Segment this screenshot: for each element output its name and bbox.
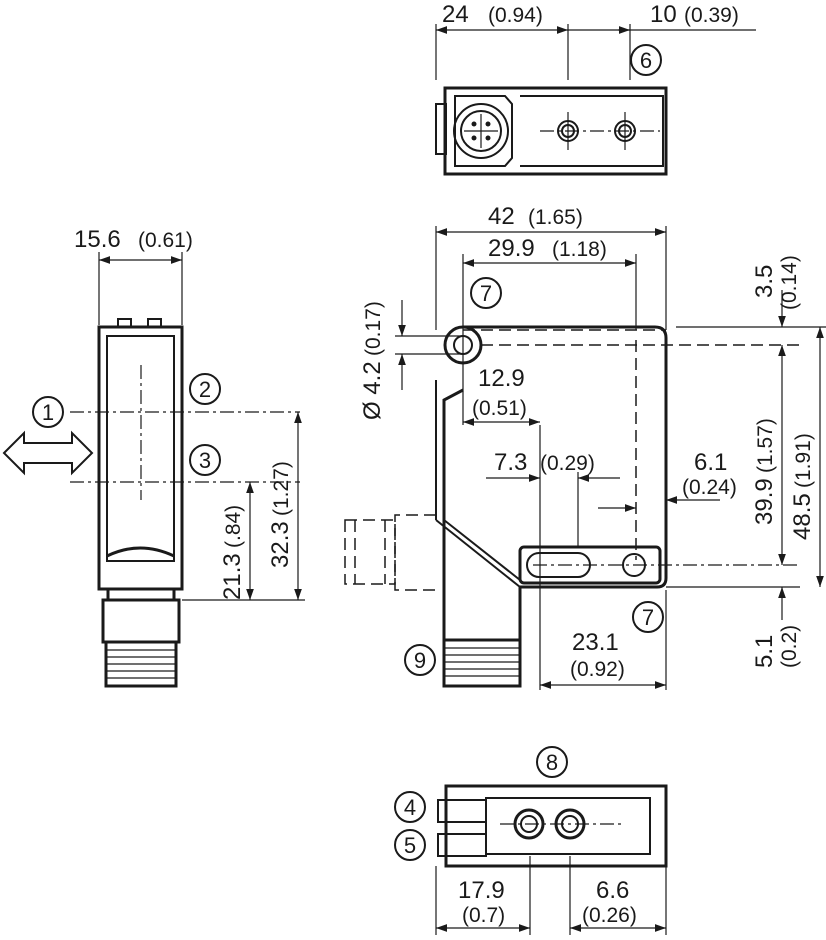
bottom-dim-b-mm: 6.6 [596, 877, 629, 904]
side-hole-dia: Ø 4.2 [359, 361, 386, 420]
callout-9-label: 9 [414, 648, 426, 673]
callout-3-label: 3 [199, 448, 211, 473]
side-spacing-mm: 29.9 [488, 235, 535, 262]
callout-3 [189, 444, 221, 476]
front-dim-upper-in: (1.27) [270, 461, 293, 516]
side-housing-outline [442, 325, 668, 642]
side-spacing-in: (1.18) [552, 238, 607, 261]
side-edge-mm: 6.1 [694, 449, 727, 476]
side-slot-offset-in: (0.92) [570, 658, 625, 681]
callout-5-label: 5 [404, 833, 416, 858]
callout-8 [536, 746, 568, 778]
side-connector-thread [444, 647, 520, 677]
side-overall-height-mm: 48.5 [789, 493, 816, 540]
callout-2-label: 2 [199, 377, 211, 402]
callout-9 [404, 644, 436, 676]
side-top-offset-mm: 3.5 [751, 265, 778, 298]
front-dim-upper-mm: 32.3 [267, 521, 294, 568]
callout-1 [32, 396, 64, 428]
top-view-tab [435, 103, 447, 155]
side-hole-height-mm: 39.9 [751, 478, 778, 525]
top-view-bracket [520, 95, 664, 167]
connector-outer-ring [453, 103, 509, 159]
callout-1-label: 1 [42, 400, 54, 425]
front-neck [106, 589, 176, 602]
connector-inner-ring [460, 110, 502, 152]
side-slot-offset-mm: 23.1 [572, 629, 619, 656]
side-view: 42 (1.65) 29.9 (1.18) Ø 4.2 (0.17) 12.9 [344, 203, 826, 690]
bottom-dim-a-in: (0.7) [462, 904, 505, 927]
side-offset-in: (0.51) [472, 397, 527, 420]
top-view: 24 (0.94) 10 (0.39) 6 [435, 1, 756, 176]
side-connector [442, 638, 522, 688]
callout-8-label: 8 [546, 750, 558, 775]
connector-pin [485, 135, 491, 141]
callout-5 [394, 829, 426, 861]
front-dim-lower-in: (.84) [222, 505, 245, 548]
top-dim-b-mm: 10 [650, 1, 677, 28]
bottom-dim-b-in: (0.26) [582, 904, 637, 927]
callout-7-top [470, 277, 502, 309]
window-lower-edge [106, 546, 175, 558]
side-edge-in: (0.24) [682, 476, 737, 499]
front-view-housing [97, 325, 184, 591]
top-dim-b-in: (0.39) [684, 4, 739, 27]
front-connector-thread [106, 649, 176, 679]
side-bottom-offset-mm: 5.1 [751, 635, 778, 668]
side-width-mm: 42 [488, 203, 515, 230]
callout-4 [394, 791, 426, 823]
bottom-view: 17.9 (0.7) 6.6 (0.26) 8 4 5 [394, 746, 668, 935]
front-dim-lower-mm: 21.3 [219, 553, 246, 600]
front-width-in: (0.61) [138, 229, 193, 252]
side-bottom-offset-in: (0.2) [778, 625, 801, 668]
optics-window [106, 335, 175, 562]
side-hole-dia-in: (0.17) [362, 301, 385, 356]
angled-connector-outline [344, 514, 436, 591]
callout-7-bottom [632, 601, 664, 633]
bottom-view-housing [444, 784, 668, 868]
side-width-in: (1.65) [528, 206, 583, 229]
top-dim-a-in: (0.94) [488, 4, 543, 27]
bottom-dim-a-mm: 17.9 [458, 877, 505, 904]
front-view: 15.6 (0.61) 1 2 3 21.3 (.84 [2, 226, 305, 688]
side-offset-mm: 12.9 [478, 365, 525, 392]
connector-pin [471, 121, 477, 127]
front-width-mm: 15.6 [74, 226, 121, 253]
side-slot-mm: 7.3 [494, 449, 527, 476]
top-view-connector-flange [454, 95, 513, 167]
callout-7a-label: 7 [480, 281, 492, 306]
callout-7b-label: 7 [642, 605, 654, 630]
side-overall-height-in: (1.91) [792, 433, 815, 488]
callout-4-label: 4 [404, 795, 416, 820]
side-hole-height-in: (1.57) [754, 418, 777, 473]
connector-pin [471, 135, 477, 141]
movement-arrow-icon [2, 430, 94, 476]
connector-pin [485, 121, 491, 127]
callout-6 [630, 44, 662, 76]
callout-2 [189, 373, 221, 405]
top-dim-a-mm: 24 [442, 1, 469, 28]
side-top-offset-in: (0.14) [778, 255, 801, 310]
front-nut [101, 598, 181, 644]
bottom-recess [485, 797, 651, 855]
side-slot-in: (0.29) [540, 452, 595, 475]
callout-6-label: 6 [640, 48, 652, 73]
